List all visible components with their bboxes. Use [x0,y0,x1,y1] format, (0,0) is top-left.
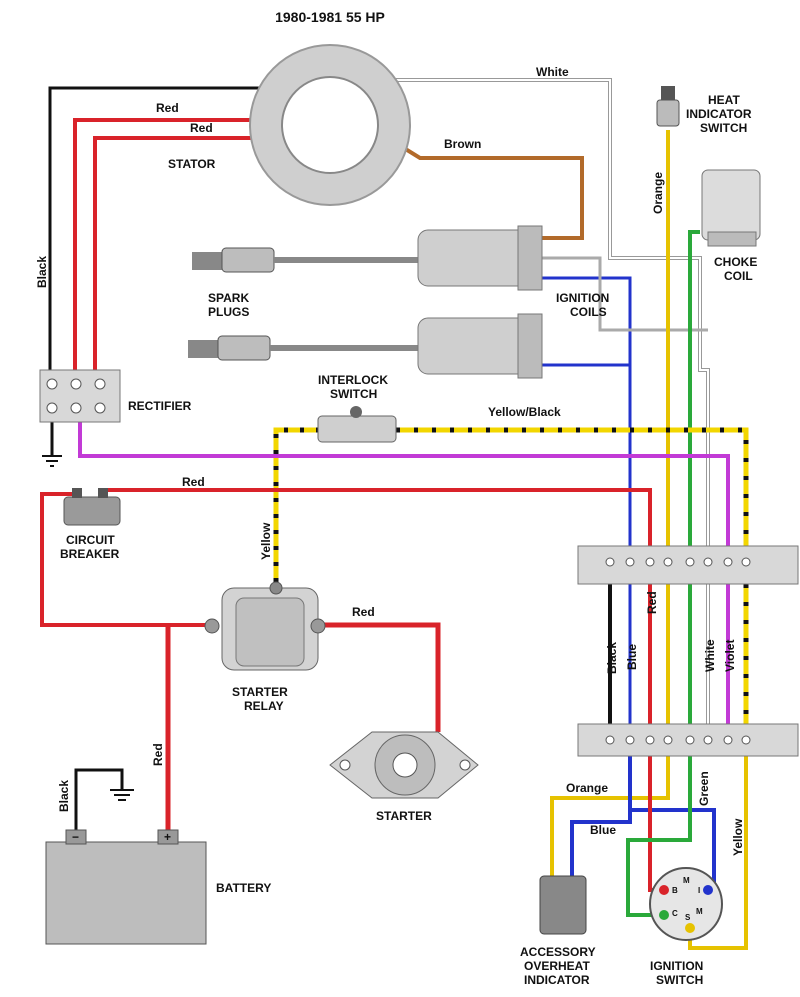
starter-relay [204,581,326,671]
label-stator: STATOR [168,157,216,171]
orange-wire-bottom [550,740,670,878]
rectifier [39,369,121,423]
switch-letter-c: C [672,909,678,918]
label-ignition-switch-1: IGNITION [650,959,703,973]
stator [249,44,411,206]
wire-label-red-breaker: Red [182,475,205,489]
label-circuit-breaker-2: BREAKER [60,547,120,561]
ground-icon-rectifier [42,455,62,467]
green-wire-switch [626,740,692,917]
label-accessory-1: ACCESSORY [520,945,596,959]
wire-label-yellow-black: Yellow/Black [488,405,561,419]
wire-label-black-term: Black [605,642,619,674]
starter-motor [329,731,479,799]
label-circuit-breaker-1: CIRCUIT [66,533,115,547]
label-accessory-3: INDICATOR [524,973,590,987]
label-heat-2: INDICATOR [686,107,752,121]
blue-wire-bottom [570,740,632,878]
label-heat-1: HEAT [708,93,740,107]
switch-letter-s: S [685,913,691,922]
wire-label-red-battery: Red [151,743,165,766]
wire-label-brown: Brown [444,137,481,151]
spark-plug-bottom [188,335,420,361]
accessory-overheat-indicator [539,875,587,935]
switch-letter-b: B [672,886,678,895]
label-heat-3: SWITCH [700,121,747,135]
ignition-coil-top [417,225,543,291]
violet-wire [78,420,730,740]
diagram-title: 1980-1981 55 HP [275,9,385,25]
red-wire-breaker [102,488,652,740]
wire-label-black-left: Black [35,256,49,288]
yellow-black-wire [273,427,749,740]
wire-label-black-battery: Black [57,780,71,812]
wire-label-violet-term: Violet [723,640,737,672]
label-rectifier: RECTIFIER [128,399,192,413]
wire-label-blue-bottom: Blue [590,823,616,837]
circuit-breaker [63,488,121,526]
wire-label-white-top: White [536,65,569,79]
label-interlock-2: SWITCH [330,387,377,401]
red-wire-stator-2 [93,136,262,380]
wire-label-orange-top: Orange [651,172,665,214]
switch-letter-i: I [698,886,700,895]
wire-label-yellow-right: Yellow [731,818,745,856]
terminal-screws [605,557,751,745]
label-accessory-2: OVERHEAT [524,959,590,973]
battery [45,829,207,945]
wire-label-white-term: White [703,639,717,672]
red-wire-breaker-relay [40,492,212,627]
battery-negative-label: − [72,830,79,844]
battery-positive-label: + [164,830,171,844]
wire-label-orange-bottom: Orange [566,781,608,795]
label-spark-plugs-1: SPARK [208,291,249,305]
switch-letter-m2: M [696,907,703,916]
white-wire-inner [356,79,709,740]
label-battery: BATTERY [216,881,271,895]
wire-label-red-2: Red [190,121,213,135]
wire-label-red-1: Red [156,101,179,115]
red-wire-switch [648,740,664,892]
white-wire-coils [540,256,708,332]
wire-label-red-term: Red [645,591,659,614]
label-ignition-switch-2: SWITCH [656,973,703,987]
interlock-switch [317,406,397,443]
choke-coil [701,169,761,247]
label-interlock-1: INTERLOCK [318,373,388,387]
blue-wire-coils [540,276,632,740]
label-ignition-coils-1: IGNITION [556,291,609,305]
label-starter: STARTER [376,809,432,823]
label-choke-1: CHOKE [714,255,757,269]
wire-label-blue-term: Blue [625,644,639,670]
spark-plug-top [192,247,420,273]
switch-letter-m1: M [683,876,690,885]
red-wire-stator-1 [73,118,262,380]
label-starter-relay-1: STARTER [232,685,288,699]
heat-indicator-switch [656,86,680,127]
ignition-switch [649,867,723,941]
label-starter-relay-2: RELAY [244,699,284,713]
red-wire-relay-starter [318,622,441,732]
black-wire-battery [74,768,124,836]
label-ignition-coils-2: COILS [570,305,607,319]
ground-icon-battery [110,789,134,801]
ignition-coil-bottom [417,313,543,379]
label-spark-plugs-2: PLUGS [208,305,249,319]
wire-label-yellow-vertical: Yellow [259,522,273,560]
wire-label-green: Green [697,771,711,806]
label-choke-2: COIL [724,269,753,283]
wire-label-red-relay: Red [352,605,375,619]
